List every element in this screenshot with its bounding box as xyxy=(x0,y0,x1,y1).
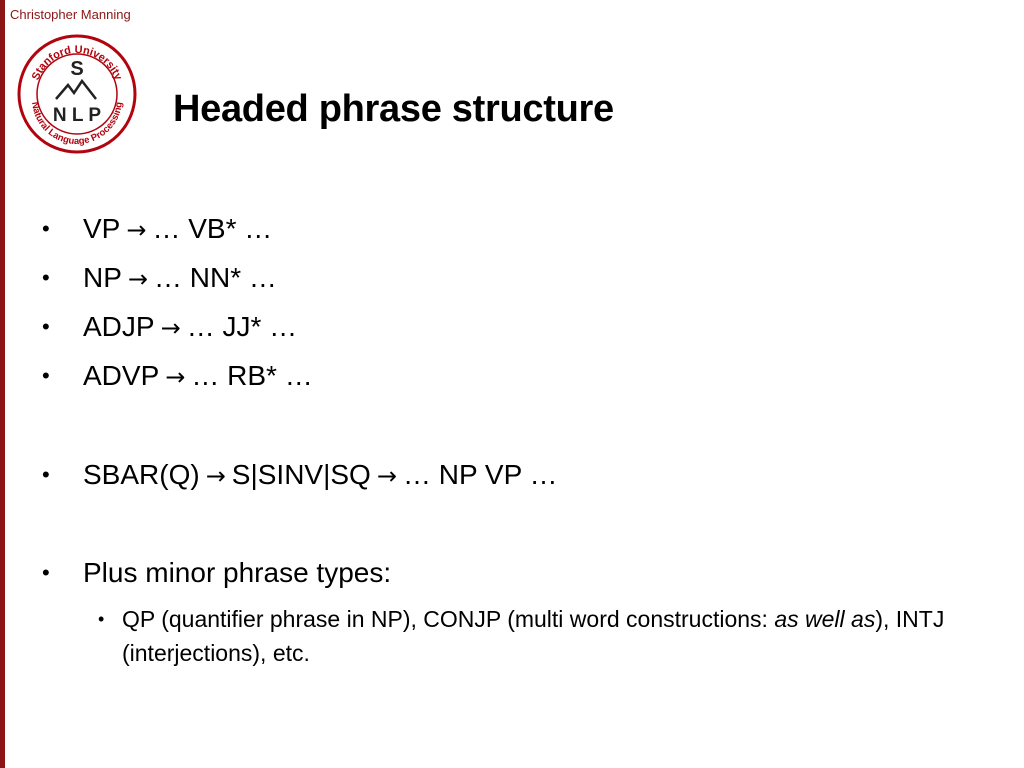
right-arrow-icon: → xyxy=(160,314,181,342)
bullet-text: Plus minor phrase types: xyxy=(83,557,392,588)
right-arrow-icon: → xyxy=(127,265,149,293)
sub-bullet-text-end: ), INTJ (interjections), etc. xyxy=(122,606,945,666)
sub-bullet-italic: as well as xyxy=(774,606,876,632)
author-name: Christopher Manning xyxy=(10,7,131,22)
rule-rhs: … NP VP … xyxy=(402,459,558,490)
sub-bullet-icon: • xyxy=(98,609,105,629)
bullet-icon: • xyxy=(42,462,50,487)
rule-mid: S|SINV|SQ xyxy=(231,459,371,490)
right-arrow-icon: → xyxy=(376,462,397,490)
bullet-icon: • xyxy=(42,216,50,241)
rule-lhs: VP xyxy=(83,213,121,244)
left-accent-bar xyxy=(0,0,5,768)
right-arrow-icon: → xyxy=(165,363,186,391)
right-arrow-icon: → xyxy=(126,216,147,244)
rule-lhs: ADJP xyxy=(83,311,155,342)
rule-lhs: SBAR(Q) xyxy=(83,459,200,490)
rule-rhs: … VB* … xyxy=(152,213,273,244)
bullet-icon: • xyxy=(42,265,50,290)
logo-letters-nlp: N L P xyxy=(53,105,102,126)
sub-list-item: • QP (quantifier phrase in NP), CONJP (m… xyxy=(98,602,958,670)
sub-bullet-text: QP (quantifier phrase in NP), CONJP (mul… xyxy=(122,606,775,632)
bullet-icon: • xyxy=(42,363,50,388)
rule-rhs: … RB* … xyxy=(191,360,313,391)
rule-lhs: ADVP xyxy=(83,360,160,391)
page-title: Headed phrase structure xyxy=(173,88,614,130)
stanford-nlp-logo: Stanford University Natural Language Pro… xyxy=(17,34,137,154)
rule-rhs: … NN* … xyxy=(154,262,277,293)
rule-rhs: … JJ* … xyxy=(186,311,298,342)
mountain-icon xyxy=(55,78,97,100)
rule-lhs: NP xyxy=(83,262,122,293)
bullet-icon: • xyxy=(42,314,50,339)
logo-letter-s: S xyxy=(70,58,83,80)
bullet-icon: • xyxy=(42,560,50,585)
right-arrow-icon: → xyxy=(205,462,226,490)
